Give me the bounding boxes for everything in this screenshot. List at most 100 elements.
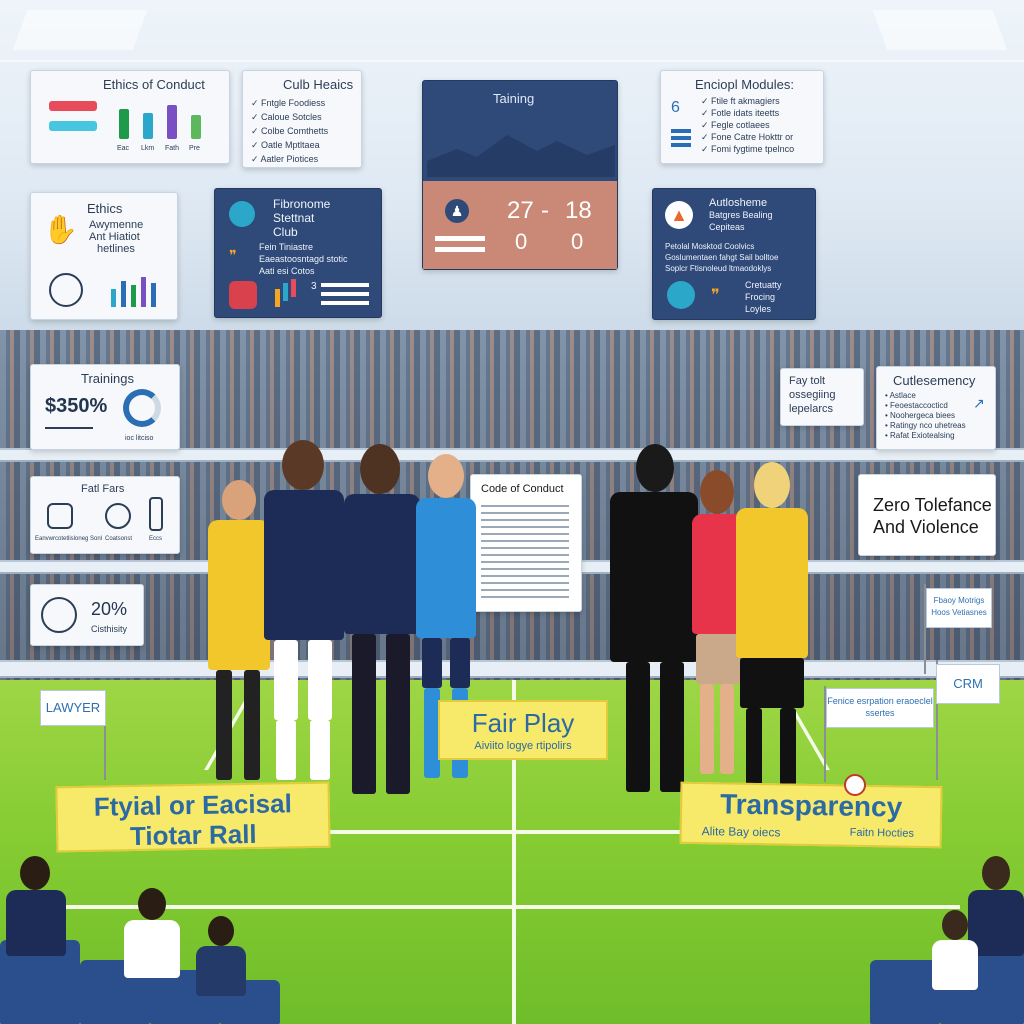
chart-bar	[167, 105, 177, 139]
arrow-icon	[45, 427, 93, 429]
fay-toll-panel: Fay tolt ossegiing lepelarcs	[780, 368, 864, 426]
list-item: Petolal Mosktod Coolvics	[665, 242, 755, 251]
list-item: Fein Tiniastre	[259, 242, 314, 252]
panel-line: Frocing	[745, 292, 776, 302]
list-item: ✓ Fntgle Foodiess	[251, 98, 326, 108]
referee-official	[606, 444, 702, 800]
six-icon: 6	[671, 99, 680, 116]
flag-pole	[924, 584, 926, 674]
menu-lines	[321, 283, 369, 287]
bottle-icon	[149, 497, 163, 531]
chart-bar	[143, 113, 153, 139]
ethics-of-conduct-panel: Ethics of Conduct Eac Lkm Fath Pre	[30, 70, 230, 164]
mountain-chart	[427, 135, 615, 177]
fenice-flag: Fenice esrpation eraoeclel ssertes	[826, 688, 934, 728]
code-of-conduct-document[interactable]: Code of Conduct	[470, 474, 582, 612]
panel-subtitle: Batgres Bealing	[709, 210, 773, 220]
fair-play-banner: Fair Play Aiviito logye rtipolirs	[438, 700, 608, 760]
stand-tier-rail	[0, 660, 1024, 678]
icon-label: Coatsonst	[105, 536, 133, 542]
spectator	[932, 910, 978, 990]
banner-line: Tiotar Rall	[129, 818, 257, 852]
crm-flag: CRM	[936, 664, 1000, 704]
bar-label: Fath	[165, 145, 180, 152]
player	[734, 462, 810, 802]
autlosheme-panel: ▲ Autlosheme Batgres Bealing Cepiteas Pe…	[652, 188, 816, 320]
modules-panel: Enciopl Modules: 6 ✓ Ftile ft akmagiers …	[660, 70, 824, 164]
sign-line: Zero Tolefance	[873, 495, 992, 515]
lawyer-flag: LAWYER	[40, 690, 106, 726]
spectator	[196, 916, 246, 996]
ethics-line: hetlines	[97, 243, 135, 255]
panel-line: Fay tolt	[789, 375, 826, 387]
training-scoreboard: Taining ♟ 27 - 18 0 0	[422, 80, 618, 270]
count: 3	[311, 281, 317, 292]
panel-line: Cretuatty	[745, 280, 782, 290]
bar-label: Pre	[189, 145, 200, 152]
football-icon	[844, 774, 866, 796]
player-icon: ♟	[445, 199, 469, 223]
panel-title: Ethics	[87, 201, 123, 216]
ethics-panel: Ethics ✋ Awymenne Ant Hiatiot hetlines	[30, 192, 178, 320]
quote-icon: ❞	[711, 287, 720, 304]
club-title: Club	[273, 225, 298, 239]
trend-arrow-icon: ↗	[973, 395, 985, 411]
percent-value: 20%	[91, 599, 128, 619]
list-item: ✓ Oatle Mptltaea	[251, 140, 320, 150]
flag-pole	[824, 686, 826, 782]
list-item: • Noohergeca biees	[885, 411, 955, 420]
panel-title: Ethics of Conduct	[103, 77, 205, 92]
ethics-line: Ant Hiatiot	[89, 231, 140, 243]
chart-bar	[111, 289, 116, 307]
list-item: Goslumentaen fahgt Sail bolltoe	[665, 253, 779, 262]
whistle-icon	[49, 273, 83, 307]
seat-icon	[47, 503, 73, 529]
panel-title: Enciopl Modules:	[695, 77, 794, 92]
list-item: • Astlace	[885, 391, 916, 400]
panel-title: Fatl Fars	[81, 483, 125, 495]
panel-subtitle: Cepiteas	[709, 222, 745, 232]
list-item: • Ratingy nco uhetreas	[885, 421, 966, 430]
list-item: ✓ Fegle cotlaees	[701, 120, 770, 130]
chart-bar	[119, 109, 129, 139]
club-title: Stettnat	[273, 211, 315, 225]
camera-icon	[229, 281, 257, 309]
list-item: ✓ Fotle idats iteetts	[701, 108, 780, 118]
chart-bar	[121, 281, 126, 307]
fingerprint-icon	[41, 597, 77, 633]
chart-bar	[191, 115, 201, 139]
ftyial-banner: Ftyial or Eacisal Tiotar Rall	[55, 781, 331, 853]
flag-pole	[104, 690, 106, 780]
list-item: ✓ Fone Catre Hokttr or	[701, 132, 794, 142]
zero-tolerance-sign: Zero Tolefance And Violence	[858, 474, 996, 556]
score-away: 18	[565, 197, 592, 224]
flag-pole	[936, 660, 938, 780]
banner-sub: Faitn Hocties	[849, 826, 914, 840]
list-item: ✓ Fomi fygtime tpelnco	[701, 144, 795, 154]
list-item: ✓ Colbe Comthetts	[251, 126, 329, 136]
banner-sub: Alite Bay oiecs	[701, 824, 781, 840]
user-icon	[667, 281, 695, 309]
banner-title: Fair Play	[471, 708, 575, 738]
panel-line: Loyles	[745, 304, 772, 314]
list-item: • Feoestaccocticd	[885, 401, 948, 410]
trainings-panel: Trainings $350% ioc litciso	[30, 364, 180, 450]
list-item: Soplcr Ftisnoleud ltmaodoklys	[665, 264, 772, 273]
chart-bar	[131, 285, 136, 307]
menu-line	[435, 236, 485, 241]
fbaoy-flag: Fbaoy Motrigs Hoos Vetiasnes	[926, 588, 992, 628]
icon-label: Eanvwrcotetlisloneg Sonl	[35, 536, 103, 542]
spectator	[6, 856, 66, 956]
spectator	[968, 856, 1024, 956]
panel-line: ossegiing	[789, 389, 836, 401]
club-icon	[229, 201, 255, 227]
score-area	[423, 181, 617, 269]
percent-label: Cisthisity	[91, 624, 128, 634]
ethics-line: Awymenne	[89, 219, 144, 231]
panel-title: Cutlesemency	[893, 373, 976, 388]
bar-label: Lkm	[141, 145, 155, 152]
transparency-banner: Transparency Alite Bay oiecs Faitn Hocti…	[679, 781, 943, 849]
panel-line: lepelarcs	[789, 403, 834, 415]
red-stripe-icon	[49, 101, 97, 111]
club-title: Fibronome	[273, 197, 331, 211]
